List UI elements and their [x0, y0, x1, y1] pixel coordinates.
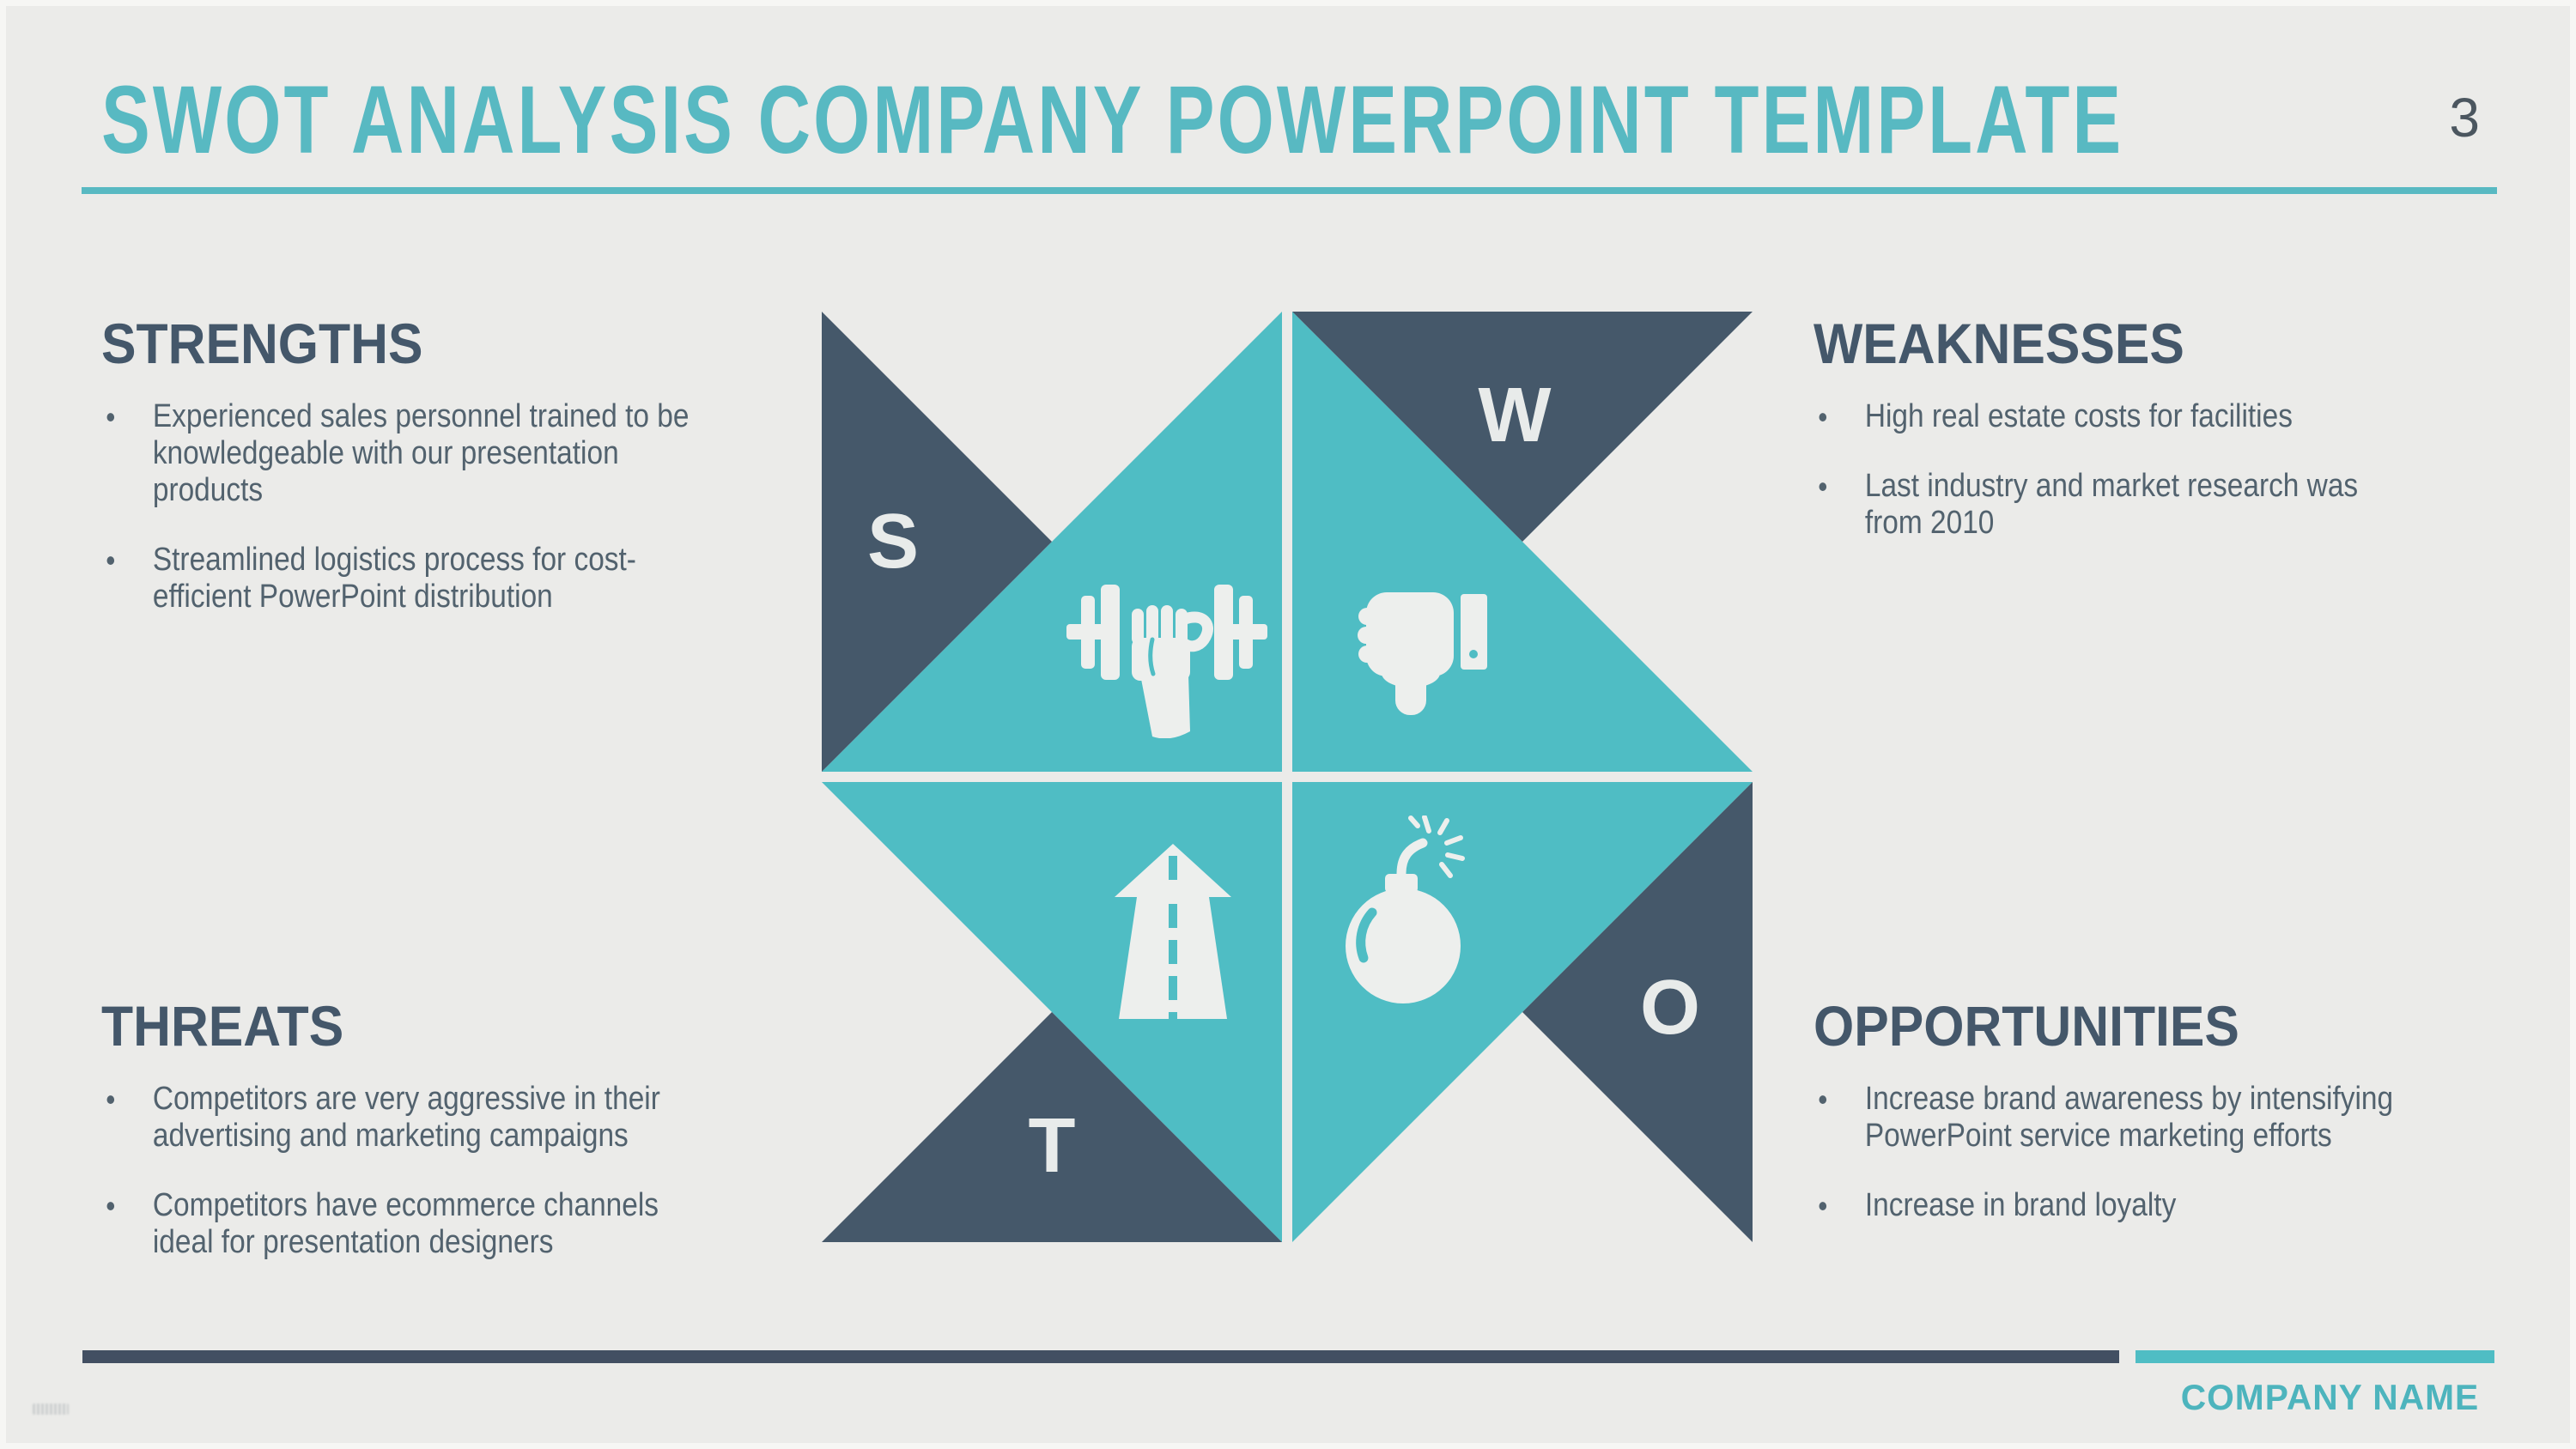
bullet-line: Experienced sales personnel trained to b…	[152, 398, 690, 434]
bullet-dot: •	[106, 1188, 116, 1223]
bullet-dot: •	[106, 399, 116, 434]
title-underline	[82, 187, 2497, 194]
threats-section: THREATS • Competitors are very aggressiv…	[101, 997, 840, 1261]
list-item: • High real estate costs for facilities	[1814, 398, 2494, 435]
weaknesses-heading: WEAKNESSES	[1814, 312, 2184, 375]
page-number: 3	[2449, 87, 2480, 149]
dark-wedge	[822, 312, 1052, 772]
bullet-line: knowledgeable with our presentation	[152, 435, 619, 471]
bullet-line: ideal for presentation designers	[152, 1224, 554, 1260]
letter-s: S	[866, 499, 920, 585]
dumbbell-fist-icon	[1066, 585, 1267, 738]
list-item: • Streamlined logistics process for cost…	[101, 542, 781, 615]
bullet-text: Last industry and market research was fr…	[1865, 468, 2494, 542]
bullet-line: Competitors are very aggressive in their	[152, 1081, 660, 1117]
bullet-dot: •	[1818, 1082, 1828, 1117]
watermark-smudge	[33, 1404, 69, 1415]
thumbs-down-icon	[1358, 592, 1487, 715]
opportunities-list: • Increase brand awareness by intensifyi…	[1814, 1081, 2494, 1224]
bullet-text: Competitors are very aggressive in their…	[153, 1081, 781, 1155]
bullet-text: Increase brand awareness by intensifying…	[1865, 1081, 2494, 1155]
bullet-text: Competitors have ecommerce channels idea…	[153, 1187, 781, 1261]
letter-o: O	[1639, 965, 1701, 1051]
opportunities-section: OPPORTUNITIES • Increase brand awareness…	[1814, 997, 2552, 1224]
list-item: • Competitors are very aggressive in the…	[101, 1081, 781, 1155]
bullet-line: Increase brand awareness by intensifying	[1864, 1081, 2394, 1117]
dark-wedge	[1292, 312, 1753, 542]
bullet-dot: •	[1818, 469, 1828, 504]
list-item: • Last industry and market research was …	[1814, 468, 2494, 542]
letter-t: T	[1028, 1103, 1076, 1189]
list-item: • Experienced sales personnel trained to…	[101, 398, 781, 509]
bullet-text: High real estate costs for facilities	[1865, 398, 2494, 435]
list-item: • Increase in brand loyalty	[1814, 1187, 2494, 1224]
bullet-line: PowerPoint service marketing efforts	[1864, 1118, 2332, 1154]
weaknesses-section: WEAKNESSES • High real estate costs for …	[1814, 314, 2552, 542]
dark-wedge	[1522, 782, 1753, 1242]
list-item: • Increase brand awareness by intensifyi…	[1814, 1081, 2494, 1155]
threats-heading: THREATS	[101, 994, 344, 1058]
bullet-line: Competitors have ecommerce channels	[152, 1187, 659, 1223]
quadrant-strengths: S	[822, 312, 1282, 772]
footer-bar-teal	[2136, 1350, 2494, 1363]
strengths-heading: STRENGTHS	[101, 312, 423, 375]
bullet-dot: •	[106, 1082, 116, 1117]
page-title: SWOT ANALYSIS COMPANY POWERPOINT TEMPLAT…	[101, 66, 2124, 173]
bullet-line: efficient PowerPoint distribution	[152, 579, 553, 615]
bullet-line: products	[152, 472, 264, 508]
bullet-line: Last industry and market research was	[1864, 468, 2359, 504]
weaknesses-list: • High real estate costs for facilities …	[1814, 398, 2494, 542]
swot-diagram: S W	[822, 312, 1753, 1242]
bullet-text: Experienced sales personnel trained to b…	[153, 398, 781, 509]
footer-bar-dark	[82, 1350, 2119, 1363]
strengths-list: • Experienced sales personnel trained to…	[101, 398, 781, 615]
road-arrow-icon	[1115, 844, 1231, 1019]
strengths-section: STRENGTHS • Experienced sales personnel …	[101, 314, 840, 615]
bomb-icon	[1346, 815, 1465, 1003]
opportunities-heading: OPPORTUNITIES	[1814, 994, 2239, 1058]
list-item: • Competitors have ecommerce channels id…	[101, 1187, 781, 1261]
bullet-line: advertising and marketing campaigns	[152, 1118, 629, 1154]
bullet-dot: •	[106, 543, 116, 578]
company-name: COMPANY NAME	[2180, 1377, 2479, 1417]
quadrant-threats: T	[822, 782, 1282, 1242]
bullet-dot: •	[1818, 1188, 1828, 1223]
threats-list: • Competitors are very aggressive in the…	[101, 1081, 781, 1261]
dark-wedge	[822, 1012, 1282, 1242]
bullet-line: from 2010	[1864, 505, 1995, 541]
bullet-dot: •	[1818, 399, 1828, 434]
quadrant-weaknesses: W	[1292, 312, 1753, 772]
bullet-line: High real estate costs for facilities	[1864, 398, 2293, 434]
letter-w: W	[1478, 373, 1552, 458]
bullet-text: Streamlined logistics process for cost- …	[153, 542, 781, 615]
quadrant-opportunities: O	[1292, 782, 1753, 1242]
bullet-text: Increase in brand loyalty	[1865, 1187, 2494, 1224]
bullet-line: Streamlined logistics process for cost-	[152, 542, 636, 578]
bullet-line: Increase in brand loyalty	[1864, 1187, 2177, 1223]
